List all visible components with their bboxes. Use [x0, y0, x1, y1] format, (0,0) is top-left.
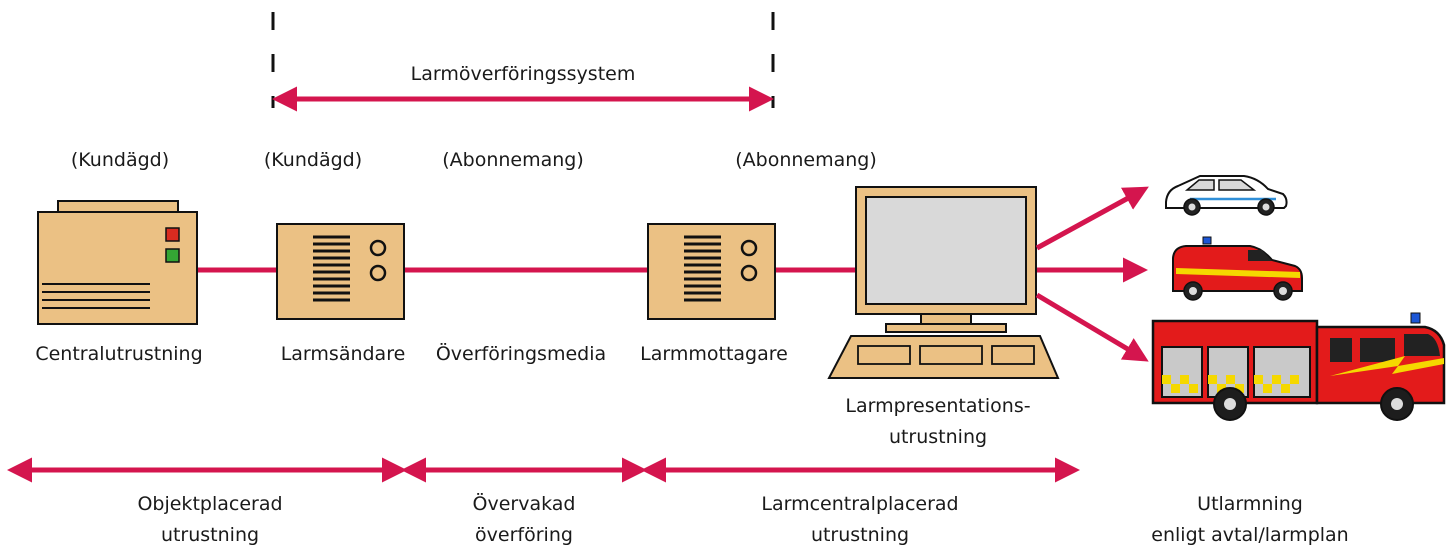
alarm-receiver-icon [647, 223, 776, 320]
span-label-monitored-line1: Övervakad [473, 492, 576, 515]
dispatch-arrows [1035, 186, 1149, 362]
component-label-receiver: Larmmottagare [640, 343, 788, 365]
span-label-center-line1: Larmcentralplacerad [761, 493, 958, 515]
system-span: Larmöverföringssystem [271, 12, 775, 112]
alarm-control-panel-icon [37, 200, 198, 325]
span-label-center-line2: utrustning [811, 524, 909, 546]
system-span-label: Larmöverföringssystem [411, 63, 636, 85]
dispatch-label-line1: Utlarmning [1197, 493, 1303, 515]
span-label-monitored-line2: överföring [475, 524, 573, 546]
component-label-sender: Larmsändare [281, 343, 406, 365]
alarm-transmitter-icon [276, 223, 405, 320]
computer-terminal-icon [827, 186, 1060, 379]
patrol-car-icon [1165, 175, 1288, 216]
component-label-central: Centralutrustning [35, 343, 202, 365]
ownership-label-receiver: (Abonnemang) [735, 149, 877, 171]
component-label-media: Överföringsmedia [436, 342, 606, 365]
component-label-presentation-line1: Larmpresentations- [845, 395, 1030, 417]
dispatch-arrow-car [1035, 186, 1149, 251]
ownership-label-media: (Abonnemang) [442, 149, 584, 171]
fire-truck-icon [1151, 312, 1446, 421]
component-label-presentation-line2: utrustning [889, 426, 987, 448]
span-label-object-line2: utrustning [161, 524, 259, 546]
span-label-object-line1: Objektplacerad [137, 493, 282, 515]
dispatch-arrow-truck [1035, 292, 1149, 362]
ownership-label-central: (Kundägd) [71, 149, 169, 171]
fire-van-icon [1172, 236, 1303, 301]
dispatch-label-line2: enligt avtal/larmplan [1151, 524, 1348, 546]
ownership-label-sender: (Kundägd) [264, 149, 362, 171]
